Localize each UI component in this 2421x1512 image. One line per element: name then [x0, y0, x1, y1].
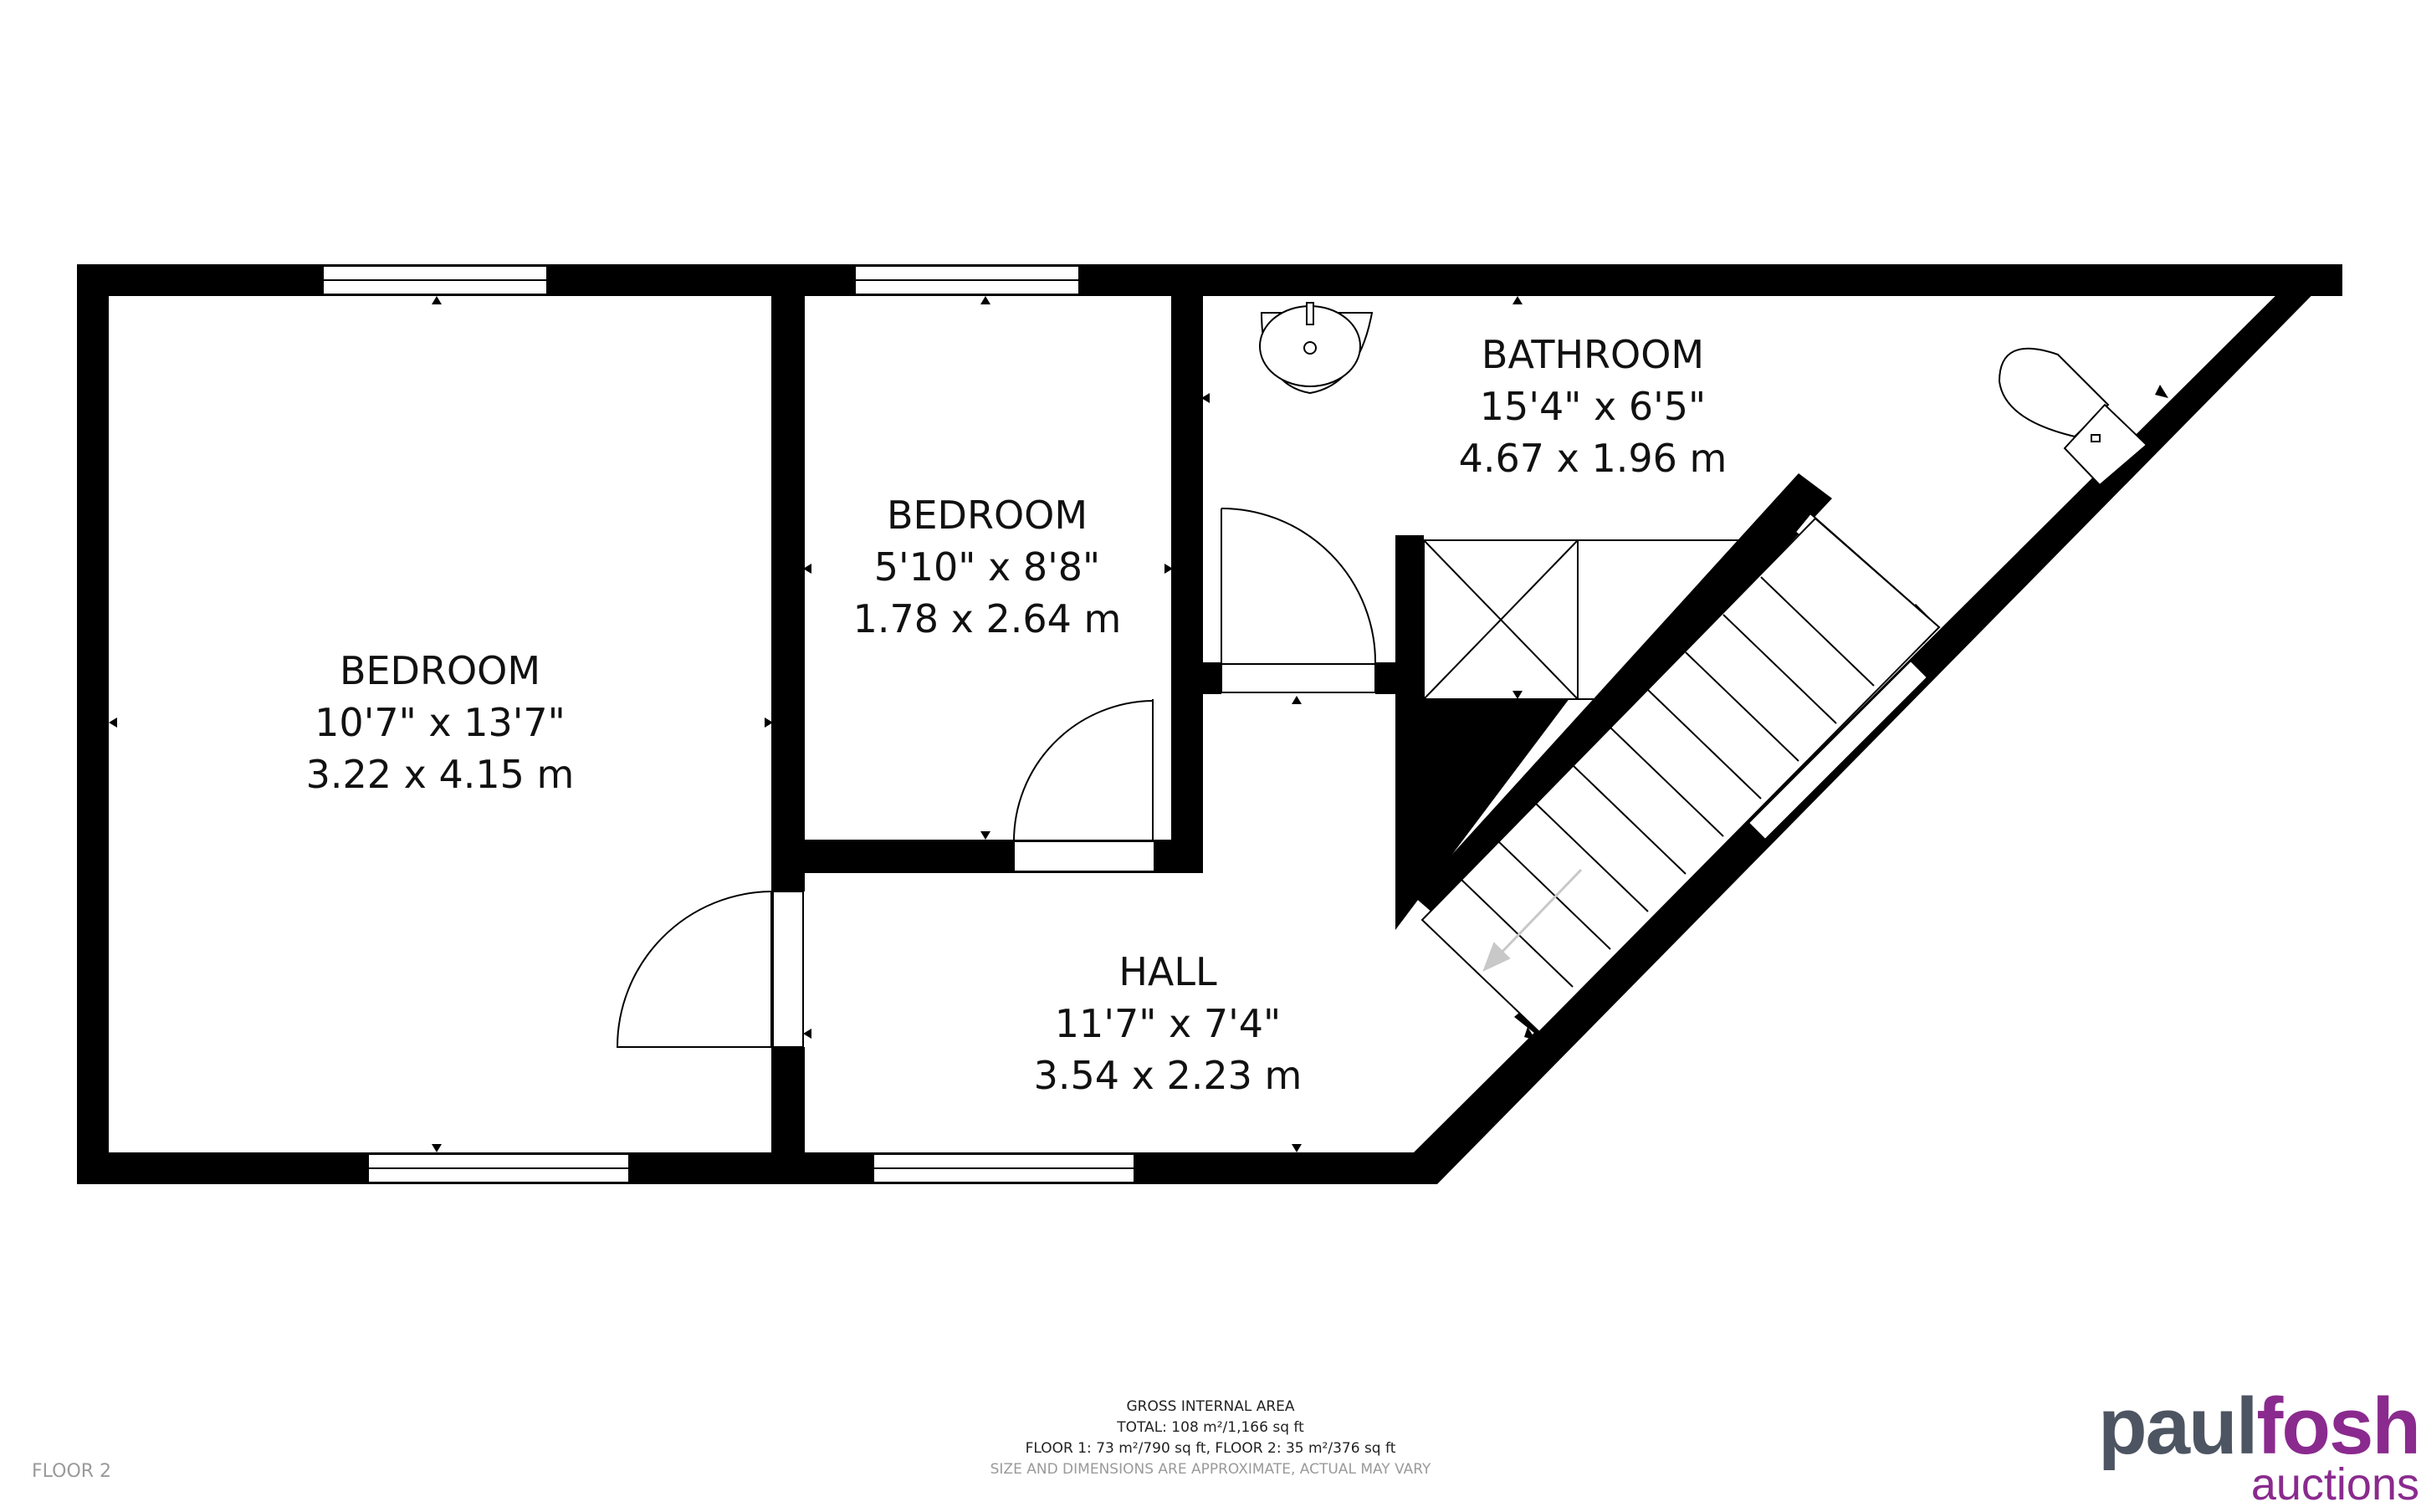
- logo-word-auctions: auctions: [2250, 1459, 2419, 1509]
- area-heading: GROSS INTERNAL AREA: [1126, 1398, 1295, 1415]
- room-name: BEDROOM: [887, 493, 1088, 538]
- room-name: HALL: [1118, 949, 1217, 994]
- stair-arrow-head: [1482, 942, 1511, 972]
- room-name: BEDROOM: [340, 648, 540, 693]
- room-dimensions-imperial: 11'7" x 7'4": [1055, 1001, 1281, 1046]
- room-dimensions-imperial: 10'7" x 13'7": [315, 700, 566, 745]
- area-total: TOTAL: 108 m²/1,166 sq ft: [1117, 1419, 1304, 1436]
- room-label-bathroom: BATHROOM 15'4" x 6'5" 4.67 x 1.96 m: [1459, 332, 1727, 481]
- area-floors: FLOOR 1: 73 m²/790 sq ft, FLOOR 2: 35 m²…: [1025, 1440, 1396, 1457]
- logo-word-fosh: fosh: [2256, 1382, 2421, 1471]
- room-label-bedroom-2: BEDROOM 5'10" x 8'8" 1.78 x 2.64 m: [853, 493, 1122, 641]
- room-dimensions-imperial: 15'4" x 6'5": [1480, 384, 1706, 429]
- toilet-icon: [1998, 347, 2148, 487]
- room-dimensions-metric: 3.54 x 2.23 m: [1034, 1053, 1303, 1098]
- stair-arrow-line: [1496, 868, 1583, 958]
- room-label-hall: HALL 11'7" x 7'4" 3.54 x 2.23 m: [1034, 949, 1303, 1098]
- room-dimensions-metric: 4.67 x 1.96 m: [1459, 436, 1727, 481]
- doors: [616, 508, 1377, 1048]
- room-dimensions-imperial: 5'10" x 8'8": [874, 544, 1100, 590]
- room-label-bedroom-1: BEDROOM 10'7" x 13'7" 3.22 x 4.15 m: [306, 648, 575, 797]
- area-note: SIZE AND DIMENSIONS ARE APPROXIMATE, ACT…: [990, 1461, 1431, 1478]
- dimension-markers: [109, 296, 2168, 1152]
- room-dimensions-metric: 3.22 x 4.15 m: [306, 752, 575, 797]
- bathroom-fixtures: [1259, 302, 2148, 700]
- room-dimensions-metric: 1.78 x 2.64 m: [853, 596, 1122, 641]
- stairs: [1420, 517, 1941, 1034]
- room-labels: BEDROOM 10'7" x 13'7" 3.22 x 4.15 m BEDR…: [306, 332, 1727, 1098]
- logo-word-paul: paul: [2098, 1382, 2258, 1471]
- area-summary: GROSS INTERNAL AREA TOTAL: 108 m²/1,166 …: [0, 1397, 2421, 1480]
- logo: paulfosh auctions: [2068, 1387, 2421, 1509]
- room-name: BATHROOM: [1482, 332, 1704, 377]
- floor-label: FLOOR 2: [32, 1461, 112, 1482]
